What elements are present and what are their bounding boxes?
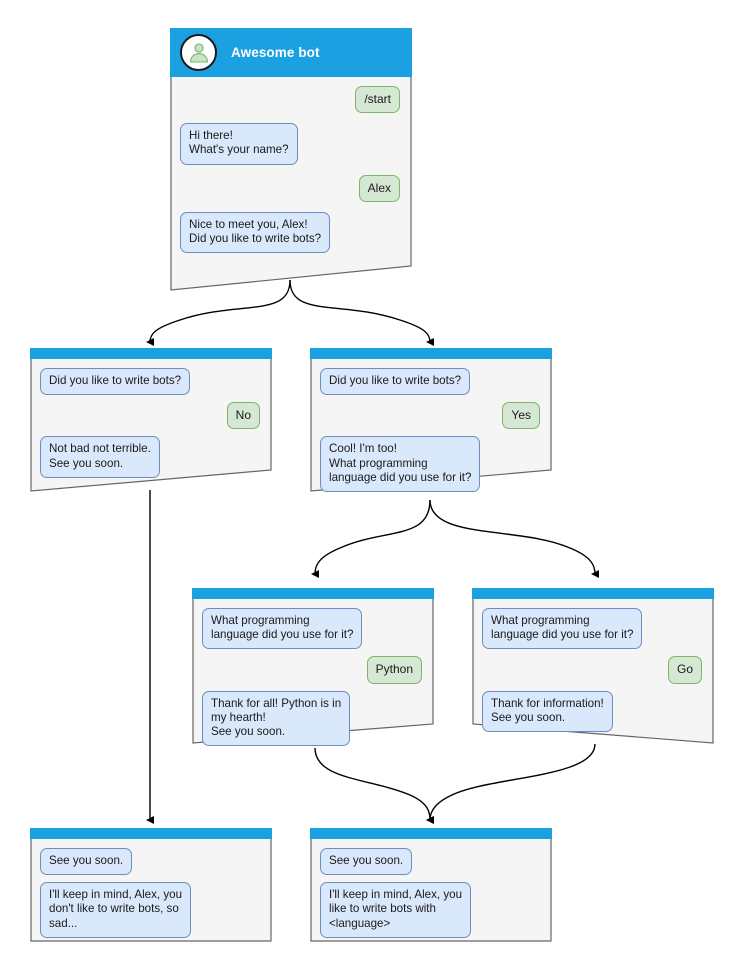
node-language-python-header	[192, 588, 434, 599]
person-avatar-icon	[180, 34, 217, 71]
bot-message-bubble: See you soon.	[320, 848, 413, 876]
message-row: Cool! I'm too! What programming language…	[320, 436, 542, 493]
user-message-bubble: No	[226, 402, 260, 430]
node-answer-no-messages: Did you like to write bots? No Not bad n…	[30, 359, 272, 478]
node-language-go-header	[472, 588, 714, 599]
edge-go-to-farewell-yes	[426, 743, 596, 825]
user-message-bubble: /start	[355, 86, 400, 114]
message-row: I'll keep in mind, Alex, you like to wri…	[320, 882, 542, 938]
node-answer-yes-header	[310, 348, 552, 359]
message-row: What programming language did you use fo…	[202, 608, 424, 650]
node-farewell-no[interactable]: See you soon. I'll keep in mind, Alex, y…	[30, 828, 272, 942]
user-message-bubble: Alex	[358, 174, 400, 202]
bot-name-label: Awesome bot	[231, 45, 320, 60]
message-row: See you soon.	[320, 848, 542, 876]
message-row: /start	[180, 86, 402, 114]
message-row: Hi there! What's your name?	[180, 123, 402, 165]
message-row: No	[40, 402, 262, 430]
message-row: Thank for information! See you soon.	[482, 690, 704, 733]
node-farewell-no-messages: See you soon. I'll keep in mind, Alex, y…	[30, 839, 272, 938]
message-row: Thank for all! Python is in my hearth! S…	[202, 690, 424, 747]
node-answer-no-header	[30, 348, 272, 359]
bot-message-bubble: Thank for all! Python is in my hearth! S…	[202, 690, 351, 747]
message-row: Go	[482, 656, 704, 684]
bot-message-bubble: Cool! I'm too! What programming language…	[320, 436, 481, 493]
bot-message-bubble: Not bad not terrible. See you soon.	[40, 436, 160, 478]
message-row: Did you like to write bots?	[40, 368, 262, 396]
bot-message-bubble: Thank for information! See you soon.	[482, 690, 613, 733]
edge-yes-to-python	[311, 499, 431, 579]
node-answer-no[interactable]: Did you like to write bots? No Not bad n…	[30, 348, 272, 492]
message-row: Alex	[180, 174, 402, 202]
node-language-go-messages: What programming language did you use fo…	[472, 599, 714, 733]
message-row: What programming language did you use fo…	[482, 608, 704, 650]
message-row: See you soon.	[40, 848, 262, 876]
bot-message-bubble: I'll keep in mind, Alex, you don't like …	[40, 882, 192, 938]
edge-python-to-farewell-yes	[314, 747, 435, 824]
node-start[interactable]: Awesome bot /start Hi there! What's your…	[170, 28, 412, 291]
message-row: Nice to meet you, Alex! Did you like to …	[180, 211, 402, 254]
bot-message-bubble: See you soon.	[40, 848, 133, 876]
bot-message-bubble: Did you like to write bots?	[40, 368, 191, 396]
bot-message-bubble: I'll keep in mind, Alex, you like to wri…	[320, 882, 472, 938]
bot-message-bubble: What programming language did you use fo…	[482, 608, 643, 650]
user-message-bubble: Python	[366, 656, 422, 684]
message-row: Python	[202, 656, 424, 684]
node-start-messages: /start Hi there! What's your name? Alex …	[170, 77, 412, 254]
user-message-bubble: Go	[667, 656, 702, 684]
message-row: Not bad not terrible. See you soon.	[40, 436, 262, 478]
node-language-go[interactable]: What programming language did you use fo…	[472, 588, 714, 744]
bot-message-bubble: Did you like to write bots?	[320, 368, 471, 396]
node-farewell-yes-header	[310, 828, 552, 839]
message-row: I'll keep in mind, Alex, you don't like …	[40, 882, 262, 938]
node-language-python-messages: What programming language did you use fo…	[192, 599, 434, 747]
node-language-python[interactable]: What programming language did you use fo…	[192, 588, 434, 747]
node-start-header: Awesome bot	[170, 28, 412, 77]
edge-yes-to-go	[429, 499, 600, 578]
node-answer-yes-messages: Did you like to write bots? Yes Cool! I'…	[310, 359, 552, 493]
node-farewell-yes[interactable]: See you soon. I'll keep in mind, Alex, y…	[310, 828, 552, 942]
user-message-bubble: Yes	[502, 402, 540, 430]
bot-message-bubble: Nice to meet you, Alex! Did you like to …	[180, 211, 331, 254]
bot-message-bubble: What programming language did you use fo…	[202, 608, 363, 650]
node-farewell-yes-messages: See you soon. I'll keep in mind, Alex, y…	[310, 839, 552, 938]
message-row: Yes	[320, 402, 542, 430]
node-answer-yes[interactable]: Did you like to write bots? Yes Cool! I'…	[310, 348, 552, 493]
node-farewell-no-header	[30, 828, 272, 839]
bot-message-bubble: Hi there! What's your name?	[180, 123, 298, 165]
message-row: Did you like to write bots?	[320, 368, 542, 396]
